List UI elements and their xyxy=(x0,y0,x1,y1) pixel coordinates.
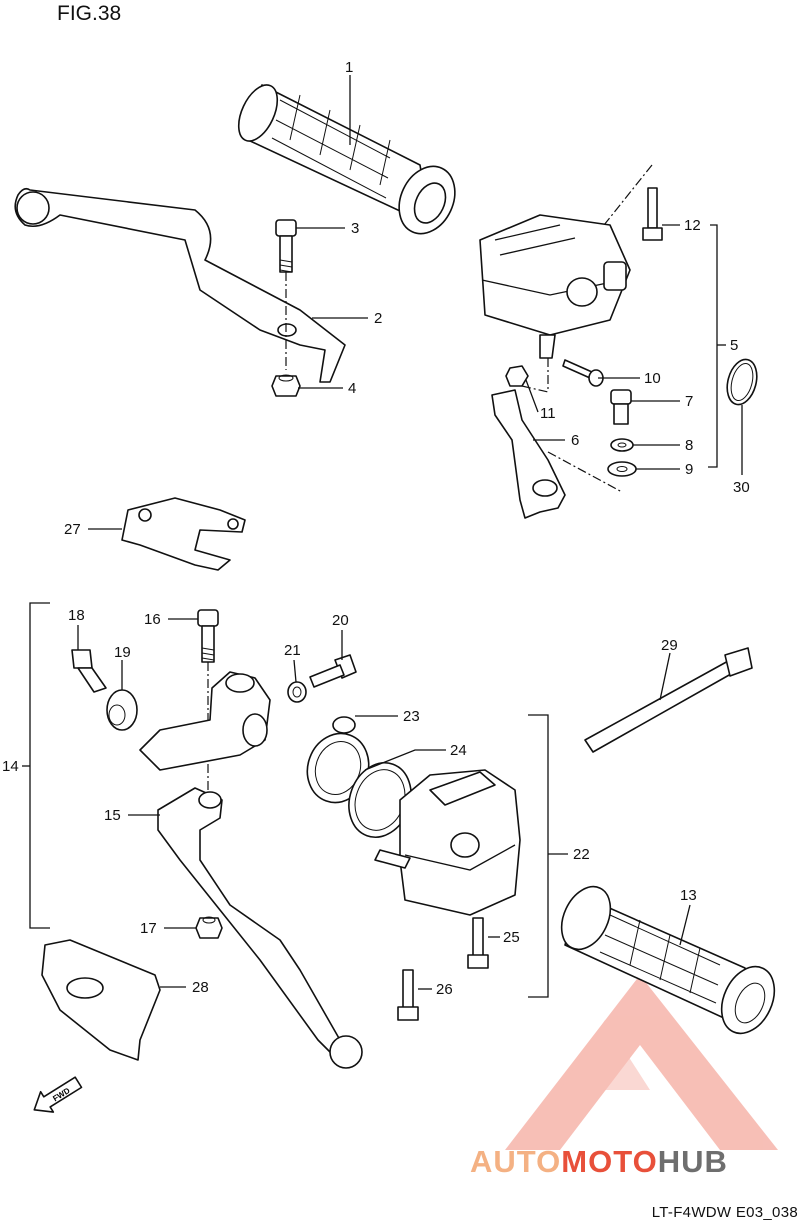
callout-14: 14 xyxy=(2,758,19,775)
part-12-screw xyxy=(599,164,663,241)
part-13-grip xyxy=(560,885,776,1035)
part-18-screw xyxy=(71,649,107,693)
part-2-lever xyxy=(14,188,346,383)
part-11-nut xyxy=(505,365,549,393)
part-14-lever-bracket xyxy=(139,671,271,771)
callout-16: 16 xyxy=(144,611,161,628)
callout-3: 3 xyxy=(351,220,359,237)
callout-2: 2 xyxy=(374,310,382,327)
callout-29: 29 xyxy=(661,637,678,654)
fwd-arrow: FWD xyxy=(33,1076,83,1113)
part-25-screw xyxy=(467,917,489,969)
part-20-screw xyxy=(309,654,357,688)
callout-11: 11 xyxy=(540,405,556,422)
part-22-switch-housing xyxy=(374,769,521,916)
figure-title: FIG.38 xyxy=(57,2,122,25)
watermark-auto: AUTO xyxy=(470,1144,561,1179)
callout-7: 7 xyxy=(685,393,693,410)
watermark-logo xyxy=(505,975,778,1150)
part-10-screw xyxy=(562,359,604,387)
part-29-strap xyxy=(584,647,753,753)
callout-6: 6 xyxy=(571,432,579,449)
part-30-oring xyxy=(726,358,758,406)
part-26-screw xyxy=(397,969,419,1021)
callout-21: 21 xyxy=(284,642,301,659)
callout-10: 10 xyxy=(644,370,661,387)
watermark-text: AUTOMOTOHUB xyxy=(470,1144,728,1179)
callout-numbers: 1 2 3 4 5 6 7 8 9 10 11 12 13 14 15 16 1… xyxy=(2,59,750,998)
callout-9: 9 xyxy=(685,461,693,478)
part-6-throttle-lever xyxy=(491,389,566,519)
part-3-bolt xyxy=(275,219,297,370)
callout-12: 12 xyxy=(684,217,701,234)
callout-28: 28 xyxy=(192,979,209,996)
callout-18: 18 xyxy=(68,607,85,624)
part-4-nut xyxy=(271,374,301,397)
part-7-bolt xyxy=(610,389,632,425)
part-8-washer xyxy=(610,438,634,452)
callout-8: 8 xyxy=(685,437,693,454)
watermark-triangle-fold xyxy=(560,1020,650,1090)
watermark-hub: HUB xyxy=(658,1144,728,1179)
callout-30: 30 xyxy=(733,479,750,496)
callout-20: 20 xyxy=(332,612,349,629)
part-19-adjuster xyxy=(106,689,138,731)
callout-24: 24 xyxy=(450,742,467,759)
watermark-triangle-inner xyxy=(560,1045,720,1150)
part-28-cover xyxy=(41,939,161,1061)
part-27-bracket xyxy=(121,497,246,571)
callout-4: 4 xyxy=(348,380,356,397)
callout-17: 17 xyxy=(140,920,157,937)
part-17-nut xyxy=(195,916,223,939)
callout-13: 13 xyxy=(680,887,697,904)
callout-19: 19 xyxy=(114,644,131,661)
callout-25: 25 xyxy=(503,929,520,946)
callout-23: 23 xyxy=(403,708,420,725)
callout-26: 26 xyxy=(436,981,453,998)
callout-15: 15 xyxy=(104,807,121,824)
part-21-washer xyxy=(287,681,307,703)
callout-22: 22 xyxy=(573,846,590,863)
part-15-clutch-lever xyxy=(157,787,363,1069)
leader-lines xyxy=(22,75,743,998)
callout-5: 5 xyxy=(730,337,738,354)
figure-code: LT-F4WDW E03_038 xyxy=(651,1204,798,1221)
part-1-grip xyxy=(237,84,456,235)
callout-27: 27 xyxy=(64,521,81,538)
part-5-switch-housing xyxy=(479,214,631,392)
callout-1: 1 xyxy=(345,59,353,76)
watermark-moto: MOTO xyxy=(561,1144,657,1179)
part-16-bolt xyxy=(197,609,219,795)
